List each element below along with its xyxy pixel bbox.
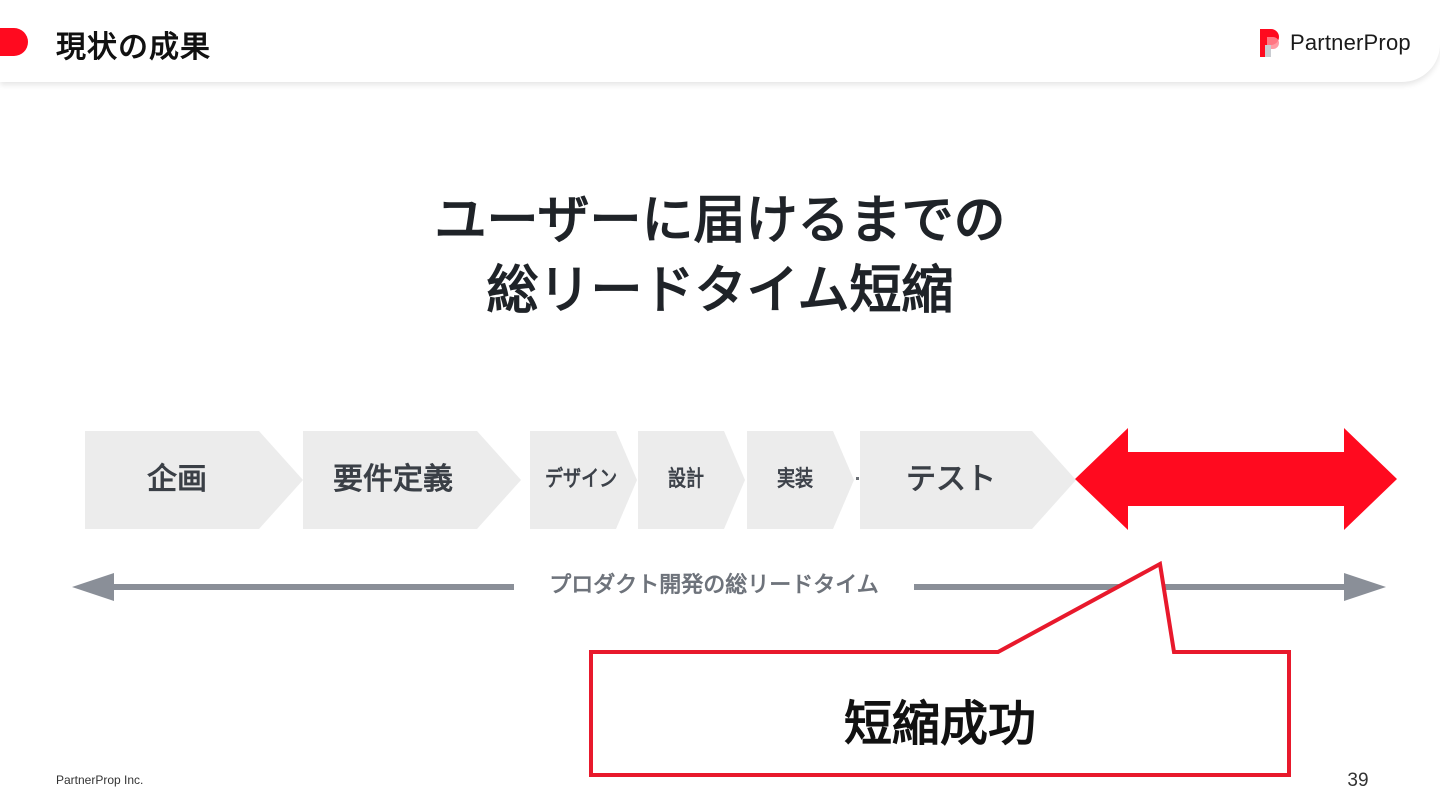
partnerprop-logo: PartnerProp (1258, 27, 1411, 59)
process-step-label: 要件定義 (333, 462, 453, 497)
chevron-shape (530, 431, 637, 529)
process-step-label: 実装 (777, 467, 814, 492)
process-step-label: 企画 (147, 462, 207, 497)
slide-header: 現状の成果 PartnerProp (0, 0, 1440, 82)
chevron-shape (303, 431, 521, 529)
page-number: 39 (1347, 770, 1369, 791)
section-title: 現状の成果 (56, 30, 211, 65)
process-step-label: 設計 (668, 467, 705, 492)
footer-company: PartnerProp Inc. (56, 773, 144, 787)
process-step-implementation: 実装 (747, 431, 854, 529)
process-step-requirements: 要件定義 (303, 431, 521, 529)
chevron-shape (747, 431, 854, 529)
logo-mark-icon (1260, 29, 1279, 57)
double-arrow-icon (1075, 428, 1397, 530)
chevron-shape (860, 431, 1076, 529)
process-step-label: デザイン (545, 467, 618, 492)
headline-line-1: ユーザーに届けるまでの (434, 191, 1006, 251)
headline: ユーザーに届けるまでの 総リードタイム短縮 (0, 186, 1440, 326)
headline-line-2: 総リードタイム短縮 (486, 261, 954, 321)
callout-text: 短縮成功 (843, 696, 1036, 752)
process-step-testing: テスト (860, 431, 1076, 529)
process-step-label: テスト (906, 462, 996, 497)
chevron-shape (638, 431, 745, 529)
lead-time-label: プロダクト開発の総リードタイム (514, 570, 914, 602)
process-step-design: デザイン (530, 431, 637, 529)
separator-dot (856, 477, 859, 480)
header-accent-pill (0, 28, 28, 56)
callout-box (589, 560, 1291, 777)
logo-text: PartnerProp (1290, 30, 1411, 55)
chevron-shape (85, 431, 303, 529)
process-step-architecture: 設計 (638, 431, 745, 529)
process-step-planning: 企画 (85, 431, 303, 529)
